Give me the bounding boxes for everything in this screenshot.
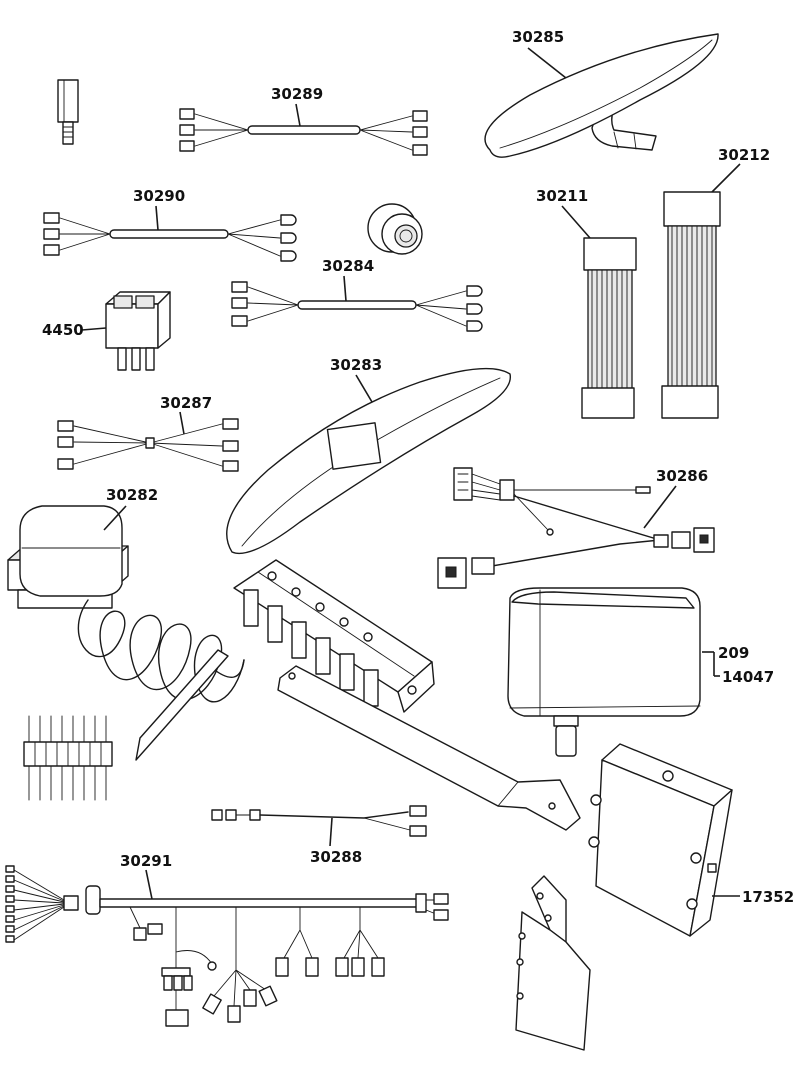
bracket-bar-part xyxy=(277,665,581,831)
callout-14047: 14047 xyxy=(722,668,774,686)
grommet-part xyxy=(367,203,423,255)
callout-17352: 17352 xyxy=(742,888,794,906)
harness-30291 xyxy=(5,865,449,1027)
pin-header-part xyxy=(23,715,113,801)
standoff-part xyxy=(57,79,79,145)
harness-30286 xyxy=(437,467,715,589)
angle-bracket-part xyxy=(515,875,591,1051)
paddle-30283 xyxy=(226,367,511,554)
enclosure-17352 xyxy=(588,743,733,937)
ribbon-cable-30212 xyxy=(661,191,721,419)
callout-30288: 30288 xyxy=(310,848,362,866)
callout-30291: 30291 xyxy=(120,852,172,870)
callout-30289: 30289 xyxy=(271,85,323,103)
callout-30212: 30212 xyxy=(718,146,770,164)
callout-30211: 30211 xyxy=(536,187,588,205)
callout-209: 209 xyxy=(718,644,749,662)
terminal-block-part xyxy=(233,559,435,713)
ribbon-cable-30211 xyxy=(581,237,637,419)
harness-30289 xyxy=(179,108,428,156)
callout-4450: 4450 xyxy=(42,321,84,339)
housing-209-14047 xyxy=(507,587,701,757)
callout-30290: 30290 xyxy=(133,187,185,205)
rocker-switch-4450 xyxy=(105,291,171,371)
callout-30282: 30282 xyxy=(106,486,158,504)
callout-30285: 30285 xyxy=(512,28,564,46)
harness-30290 xyxy=(43,212,297,262)
callout-30286: 30286 xyxy=(656,467,708,485)
callout-30284: 30284 xyxy=(322,257,374,275)
paddle-30285 xyxy=(484,33,719,158)
thermostat-30282 xyxy=(7,505,245,761)
harness-30284 xyxy=(231,281,483,332)
callout-30287: 30287 xyxy=(160,394,212,412)
callout-30283: 30283 xyxy=(330,356,382,374)
harness-30287 xyxy=(57,418,239,472)
harness-30288 xyxy=(211,805,427,837)
